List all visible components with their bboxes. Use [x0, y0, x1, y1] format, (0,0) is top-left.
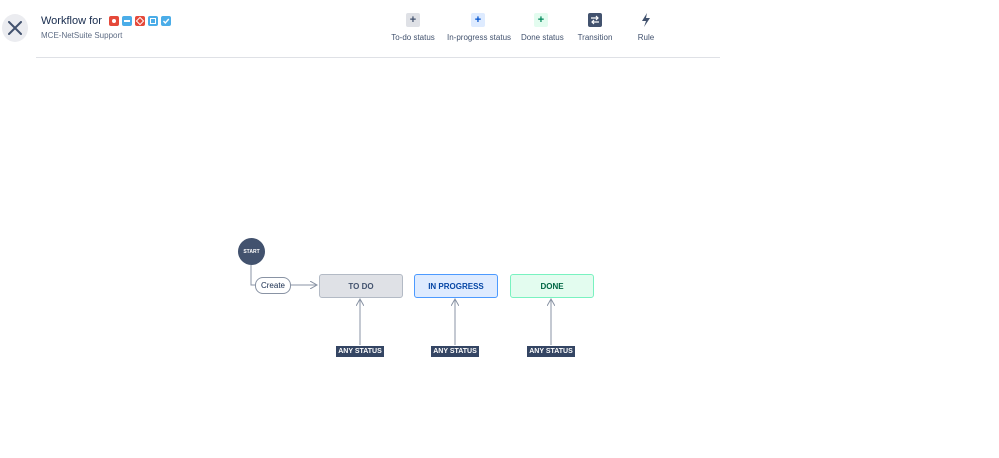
add-todo-status-button[interactable]: + To-do status — [391, 13, 435, 42]
close-icon — [8, 21, 22, 35]
bug-icon — [108, 16, 119, 26]
add-transition-label: Transition — [577, 33, 613, 42]
create-transition-line — [250, 265, 317, 285]
status-done[interactable]: DONE — [510, 274, 594, 298]
lightning-icon — [639, 13, 653, 27]
create-transition[interactable]: Create — [255, 277, 291, 294]
add-transition-button[interactable]: Transition — [577, 13, 613, 42]
status-in-progress[interactable]: IN PROGRESS — [414, 274, 498, 298]
any-status-transition-todo[interactable]: ANY STATUS — [336, 346, 384, 357]
add-done-status-button[interactable]: + Done status — [521, 13, 564, 42]
status-todo[interactable]: TO DO — [319, 274, 403, 298]
close-button[interactable] — [2, 14, 28, 42]
any-status-transition-done[interactable]: ANY STATUS — [527, 346, 575, 357]
page-title: Workflow for — [41, 15, 102, 27]
any-status-transition-in-progress[interactable]: ANY STATUS — [431, 346, 479, 357]
add-rule-label: Rule — [637, 33, 655, 42]
add-inprogress-status-button[interactable]: + In-progress status — [447, 13, 512, 42]
plus-icon: + — [471, 13, 485, 27]
task-icon — [160, 16, 171, 26]
plus-icon: + — [406, 13, 420, 27]
add-done-status-label: Done status — [521, 33, 564, 42]
workflow-title-row: Workflow for — [41, 15, 171, 27]
add-inprogress-status-label: In-progress status — [447, 33, 512, 42]
incident-icon — [134, 16, 145, 26]
project-name: MCE-NetSuite Support — [41, 31, 123, 40]
transition-icon — [588, 13, 602, 27]
start-node: START — [238, 238, 265, 265]
add-rule-button[interactable]: Rule — [635, 13, 657, 42]
subtask-icon — [147, 16, 158, 26]
plus-icon: + — [534, 13, 548, 27]
header-divider — [36, 57, 720, 58]
add-todo-status-label: To-do status — [391, 33, 435, 42]
story-icon — [121, 16, 132, 26]
